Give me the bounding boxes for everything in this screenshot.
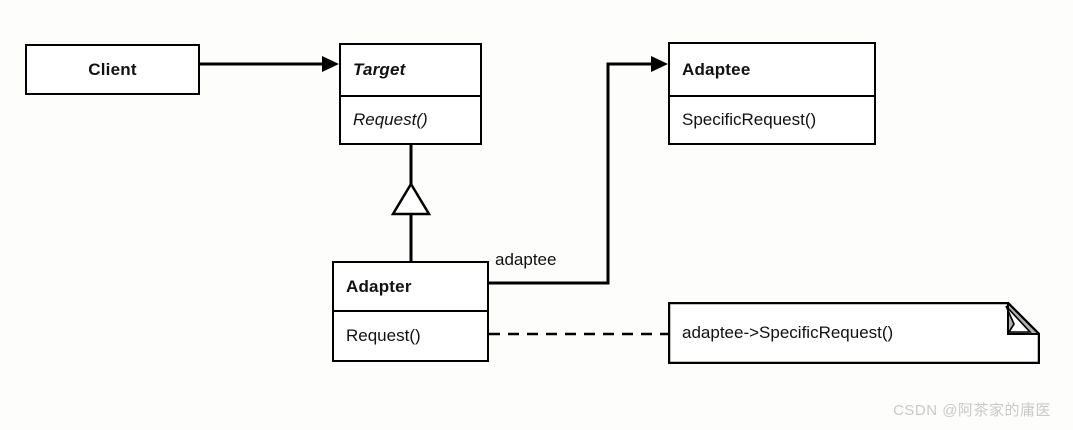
class-member-adaptee-specificrequest: SpecificRequest()	[670, 95, 874, 143]
class-box-adapter[interactable]: Adapter Request()	[332, 261, 489, 362]
class-member-target-request: Request()	[341, 95, 480, 143]
class-box-target[interactable]: Target Request()	[339, 43, 482, 145]
watermark-text: CSDN @阿茶家的庸医	[893, 402, 1051, 419]
connector-adapter-to-adaptee	[489, 56, 668, 285]
class-box-adaptee[interactable]: Adaptee SpecificRequest()	[668, 42, 876, 145]
class-name-client: Client	[88, 59, 137, 79]
association-role-label-adaptee: adaptee	[495, 250, 557, 269]
note-box[interactable]: adaptee->SpecificRequest()	[667, 300, 1042, 365]
class-name-adaptee: Adaptee	[682, 59, 751, 79]
note-shape	[667, 300, 1042, 365]
connector-adapter-to-target	[390, 145, 432, 261]
connector-client-to-target	[200, 56, 339, 72]
class-box-client[interactable]: Client	[25, 44, 200, 95]
class-name-target: Target	[353, 60, 406, 79]
class-name-adapter: Adapter	[346, 276, 412, 296]
class-member-adapter-request: Request()	[334, 310, 487, 360]
